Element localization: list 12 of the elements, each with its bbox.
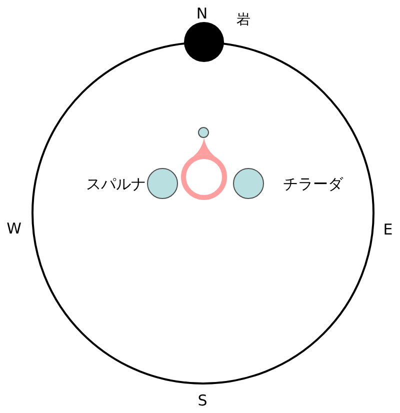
disc-marker <box>184 22 224 62</box>
small-dot <box>198 126 208 138</box>
place-label: 岩 <box>236 12 250 26</box>
compass-label: N <box>196 6 208 21</box>
ring-marker <box>180 138 226 200</box>
compass-label: E <box>383 222 393 237</box>
place-label: スパルナ <box>86 176 146 192</box>
circle-marker <box>233 168 264 198</box>
compass-label: S <box>198 394 208 408</box>
place-label: チラーダ <box>283 176 343 192</box>
compass-label: W <box>6 221 22 236</box>
circle-marker <box>147 168 178 198</box>
